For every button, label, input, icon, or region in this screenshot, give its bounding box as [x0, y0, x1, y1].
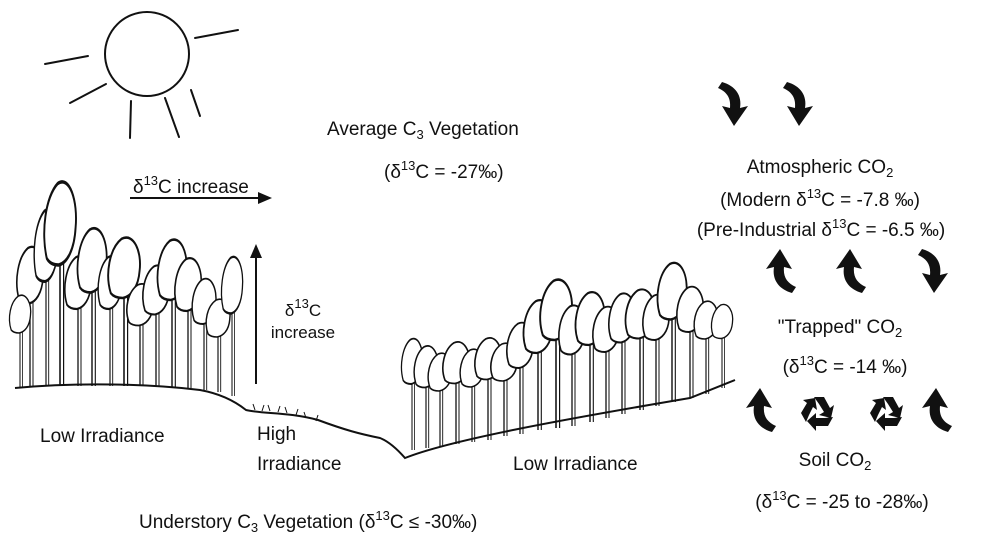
high-irradiance-label-line2: Irradiance	[257, 454, 342, 475]
atmospheric-title: Atmospheric CO2	[746, 157, 894, 180]
left-low-irradiance-label: Low Irradiance	[40, 426, 165, 447]
horizontal-increase-label: δ13C increase	[133, 173, 249, 198]
trapped-value: (δ13C = -14 ‰)	[782, 353, 908, 378]
ground-line	[14, 379, 736, 460]
atmospheric-preindustrial: (Pre-Industrial δ13C = -6.5 ‰)	[696, 216, 946, 241]
left-forest	[8, 180, 244, 398]
high-irradiance-label-line1: High	[257, 424, 297, 445]
grass-tufts	[252, 403, 319, 422]
vertical-increase-label: δ13C increase	[270, 296, 336, 342]
trapped-title: "Trapped" CO2	[777, 317, 903, 340]
understory-caption: Understory C3 Vegetation (δ13C ≤ -30‰)	[139, 508, 478, 535]
right-low-irradiance-label: Low Irradiance	[513, 454, 638, 475]
right-forest	[400, 261, 734, 451]
sun-icon	[44, 11, 239, 139]
soil-value: (δ13C = -25 to -28‰)	[755, 488, 929, 513]
average-c3-value: (δ13C = -27‰)	[384, 158, 504, 183]
atmospheric-modern: (Modern δ13C = -7.8 ‰)	[720, 186, 920, 211]
soil-title: Soil CO2	[798, 450, 872, 473]
vertical-increase-arrow	[250, 244, 262, 384]
average-c3-title: Average C3 Vegetation	[327, 119, 519, 142]
horizontal-increase-arrow	[130, 192, 272, 204]
